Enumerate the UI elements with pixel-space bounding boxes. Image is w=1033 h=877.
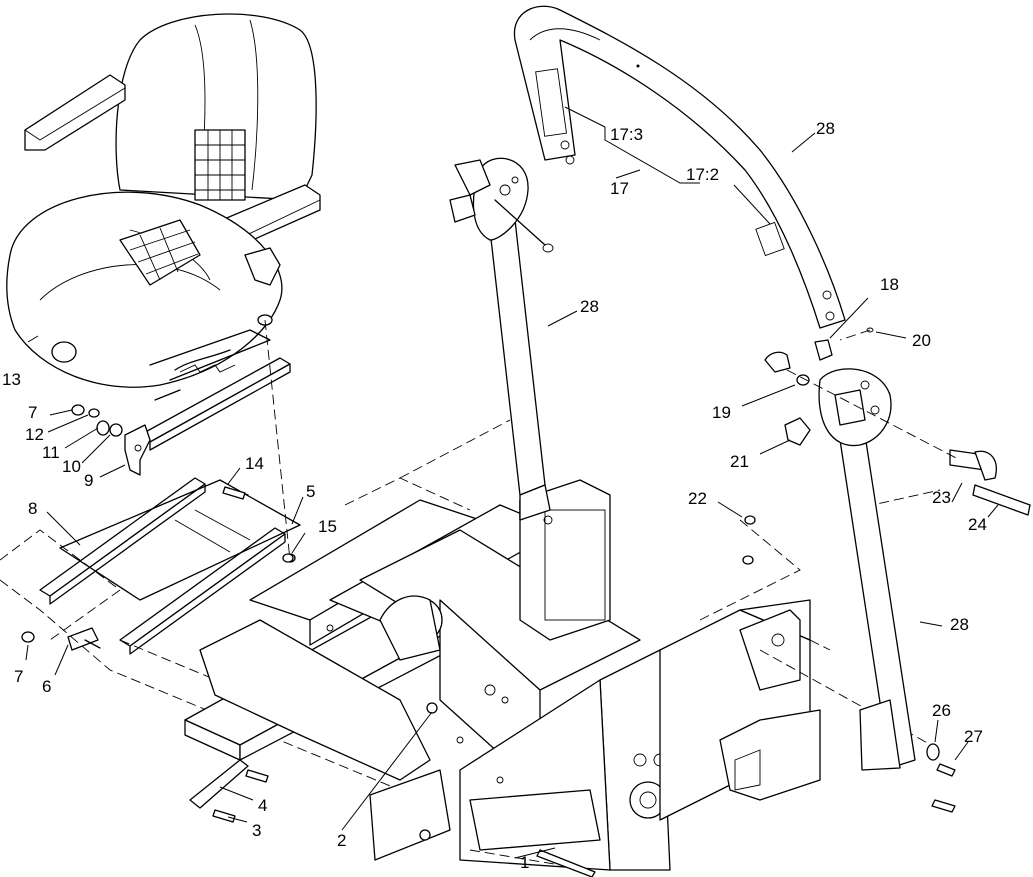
callout-9: 9 (84, 471, 93, 490)
callout-24: 24 (968, 515, 987, 534)
callout-14: 14 (245, 454, 264, 473)
callout-19: 19 (712, 403, 731, 422)
callout-28-top: 28 (816, 119, 835, 138)
nut-15 (282, 553, 294, 563)
callout-28-right: 28 (950, 615, 969, 634)
seat-mount-plate (124, 357, 291, 476)
bracket-4 (189, 759, 249, 809)
callout-15: 15 (318, 517, 337, 536)
seat-hardware (21, 404, 249, 651)
callout-7-bottom: 7 (14, 667, 23, 686)
callout-26: 26 (932, 701, 951, 720)
bolt-24 (972, 484, 1031, 516)
bolt-14 (222, 486, 246, 500)
rops-left-upright (449, 157, 554, 525)
seat-slide-rails (39, 477, 301, 655)
frame-hardware (189, 486, 596, 877)
callout-8: 8 (28, 499, 37, 518)
nut-22 (744, 515, 756, 525)
callout-6: 6 (42, 677, 51, 696)
callout-3: 3 (252, 821, 261, 840)
bolt-1 (536, 849, 596, 877)
callout-1: 1 (520, 853, 529, 872)
callout-17-3: 17:3 (610, 125, 643, 144)
callout-27: 27 (964, 727, 983, 746)
bolt-27 (936, 763, 956, 777)
bolt-3 (212, 809, 236, 823)
callout-10: 10 (62, 457, 81, 476)
callout-17-2: 17:2 (686, 165, 719, 184)
rops-hardware (742, 327, 1031, 813)
seat-assembly (6, 13, 321, 401)
callout-21: 21 (730, 452, 749, 471)
callout-18: 18 (880, 275, 899, 294)
callout-22: 22 (688, 489, 707, 508)
callout-7-top: 7 (28, 403, 37, 422)
rops-upper-hoop (513, 5, 846, 329)
callout-28-middle: 28 (580, 297, 599, 316)
spring-19 (764, 351, 791, 373)
callout-labels: 1 2 3 4 5 6 7 7 8 9 10 11 12 13 14 15 17… (2, 119, 987, 872)
leader-lines (25, 106, 999, 859)
callout-13: 13 (2, 370, 21, 389)
callout-2: 2 (337, 831, 346, 850)
callout-12: 12 (25, 425, 44, 444)
callout-23: 23 (932, 488, 951, 507)
callout-4: 4 (258, 796, 267, 815)
bracket-6 (67, 627, 99, 651)
callout-11: 11 (42, 443, 60, 462)
callout-17: 17 (610, 179, 629, 198)
callout-20: 20 (912, 331, 931, 350)
callout-5: 5 (306, 482, 315, 501)
rops-right-upright (818, 368, 916, 771)
seat-latch-9 (124, 424, 151, 476)
main-frame (184, 479, 821, 871)
knob-21 (784, 417, 811, 446)
latch-18 (814, 339, 833, 361)
washer-26 (926, 743, 940, 761)
